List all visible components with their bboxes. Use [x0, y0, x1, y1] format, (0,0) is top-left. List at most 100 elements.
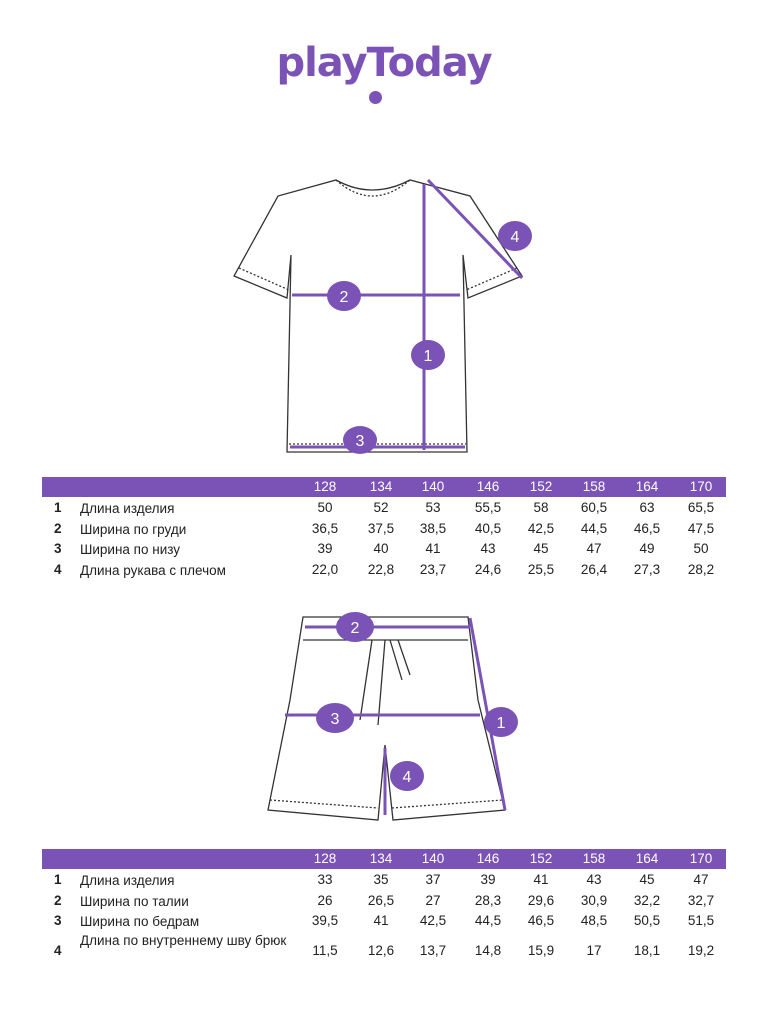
brand-logo: playToday: [276, 40, 492, 86]
table-cell: 40: [373, 541, 389, 556]
tshirt-marker-2-label: 2: [340, 289, 349, 306]
table-cell: 41: [373, 913, 389, 928]
row-number: 2: [54, 520, 62, 536]
shorts-marker-4-label: 4: [403, 769, 412, 786]
table-cell: 46,5: [633, 520, 661, 536]
table-cell: 63: [639, 500, 655, 515]
table-cell: 65,5: [687, 500, 715, 515]
tshirt-marker-1: [411, 340, 445, 370]
table-cell: 47: [693, 872, 709, 887]
row-label: Длина по внутреннему шву брюк: [80, 932, 287, 948]
table-cell: 18,1: [633, 942, 661, 958]
table-cell: 14,8: [474, 942, 502, 958]
table-cell: 51,5: [687, 913, 715, 928]
size-header-cell: 152: [529, 479, 553, 494]
tshirt-marker-3-label: 3: [356, 433, 365, 450]
table-cell: 39,5: [311, 913, 339, 928]
row-number: 4: [54, 561, 62, 577]
row-number: 2: [54, 892, 62, 908]
table-cell: 28,3: [474, 892, 502, 908]
shorts-marker-1-label: 1: [497, 715, 506, 732]
table-row: 1 Длина изделия 50 52 53 55,5 58 60,5 63 65,5: [42, 497, 726, 518]
table-cell: 28,2: [687, 561, 715, 577]
table-cell: 43: [586, 872, 602, 887]
table-cell: 47,5: [687, 520, 715, 536]
table-cell: 19,2: [687, 942, 715, 958]
table-cell: 39: [480, 872, 496, 887]
table-cell: 44,5: [580, 520, 608, 536]
shorts-marker-2-label: 2: [351, 620, 360, 637]
size-header-cell: 134: [369, 851, 393, 866]
marker-badges: [316, 221, 532, 791]
row-number: 4: [54, 942, 62, 958]
size-header: 128 134 140 146 152 158 164 170: [42, 849, 726, 869]
shorts-marker-1: [484, 707, 518, 737]
table-cell: 41: [533, 872, 549, 887]
table-cell: 48,5: [580, 913, 608, 928]
tshirt-drawing: [233, 179, 523, 453]
tshirt-marker-2: [327, 281, 361, 311]
table-cell: 58: [533, 500, 549, 515]
row-label: Длина изделия: [80, 501, 175, 516]
table-cell: 23,7: [419, 561, 447, 577]
table-cell: 33: [317, 872, 333, 887]
table-cell: 41: [425, 541, 441, 556]
size-header-cell: 128: [313, 479, 337, 494]
row-label: Длина рукава с плечом: [80, 562, 226, 578]
table-cell: 37: [425, 872, 441, 887]
table-cell: 26,5: [367, 892, 395, 908]
table-cell: 42,5: [527, 520, 555, 536]
row-number: 1: [54, 500, 62, 515]
table-cell: 44,5: [474, 913, 502, 928]
size-header-cell: 170: [689, 479, 713, 494]
shorts-marker-3: [316, 703, 354, 733]
row-label: Ширина по груди: [80, 521, 187, 537]
size-header-cell: 170: [689, 851, 713, 866]
table-cell: 47: [586, 541, 602, 556]
table-cell: 12,6: [367, 942, 395, 958]
table-cell: 50: [693, 541, 709, 556]
size-header-cell: 146: [476, 851, 500, 866]
size-header-cell: 134: [369, 479, 393, 494]
table-cell: 32,2: [633, 892, 661, 908]
row-label: Длина изделия: [80, 873, 175, 888]
table-cell: 60,5: [580, 500, 608, 515]
table-cell: 55,5: [474, 500, 502, 515]
table-cell: 17: [586, 942, 602, 958]
table-cell: 39: [317, 541, 333, 556]
table-cell: 53: [425, 500, 441, 515]
size-header-cell: 158: [582, 851, 606, 866]
logo-dot: [369, 91, 382, 104]
table-cell: 52: [373, 500, 389, 515]
size-header-cell: 164: [635, 479, 659, 494]
table-cell: 27,3: [633, 561, 661, 577]
table-cell: 45: [639, 872, 655, 887]
row-label: Ширина по бедрам: [80, 914, 200, 929]
size-header-cell: 146: [476, 479, 500, 494]
table-cell: 38,5: [419, 520, 447, 536]
size-header-cell: 164: [635, 851, 659, 866]
size-header-cell: 128: [313, 851, 337, 866]
table-cell: 35: [373, 872, 389, 887]
table-cell: 40,5: [474, 520, 502, 536]
table-cell: 32,7: [687, 892, 715, 908]
table-cell: 37,5: [367, 520, 395, 536]
tshirt-marker-3: [343, 426, 377, 454]
table-cell: 46,5: [527, 913, 555, 928]
shorts-marker-2: [336, 612, 374, 642]
table-cell: 50,5: [633, 913, 661, 928]
shorts-marker-4: [390, 761, 424, 791]
tshirt-marker-1-label: 1: [424, 348, 433, 365]
size-header-cell: 152: [529, 851, 553, 866]
size-header-cell: 140: [421, 851, 445, 866]
table-cell: 50: [317, 500, 333, 515]
